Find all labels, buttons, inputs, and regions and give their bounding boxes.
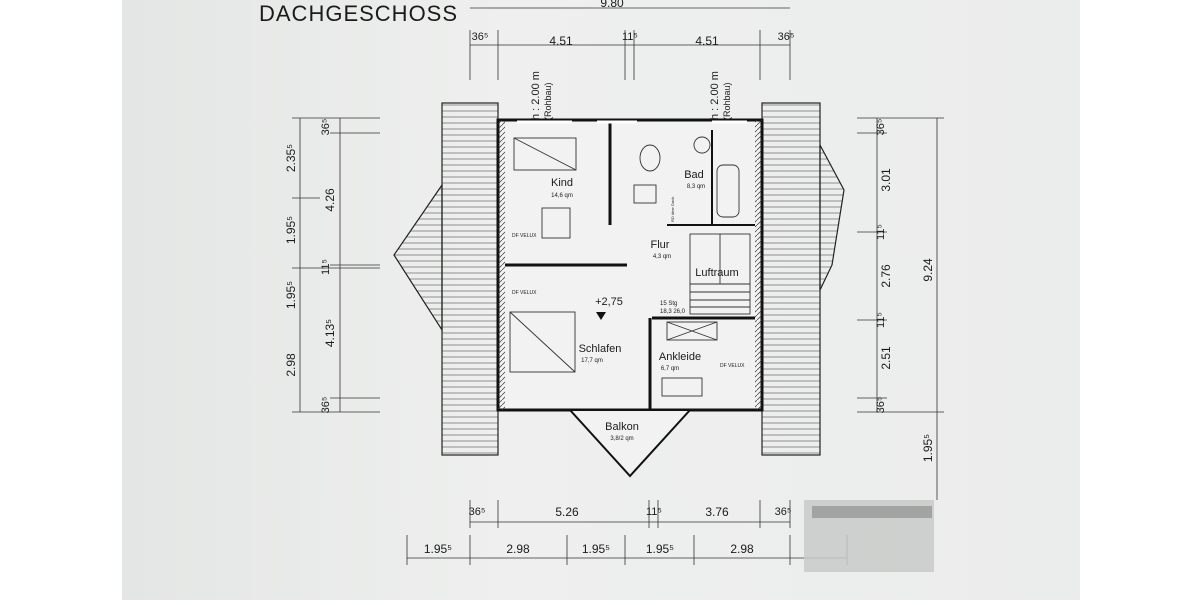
dim-bottom2-3: 1.95⁵ — [582, 542, 610, 556]
bad-note: RD über Dach — [670, 197, 675, 222]
rohbau-note-right: (Rohbau) — [722, 82, 732, 120]
dim-top-4: 4.51 — [695, 34, 719, 48]
roof-right — [761, 102, 845, 456]
dim-top-3: 11⁵ — [622, 31, 638, 43]
room-balkon-area: 3,8/2 qm — [610, 436, 633, 442]
dim-left-inner-2: 4.26 — [323, 188, 337, 212]
room-flur-name: Flur — [651, 239, 670, 251]
redacted-stamp-line — [812, 506, 932, 518]
dim-right-inner-6: 2.51 — [879, 346, 893, 370]
schlafen-bed — [509, 311, 576, 373]
dim-top-5: 36⁵ — [778, 31, 795, 43]
height-note-right: h : 2.00 m — [709, 71, 721, 120]
velux-label-schlafen: DF VELUX — [512, 290, 537, 296]
roof-left — [393, 102, 499, 456]
bad-fixtures — [633, 136, 740, 218]
room-kind-name: Kind — [551, 177, 573, 189]
dim-left-inner-3: 11⁵ — [320, 259, 332, 275]
height-note-left: h : 2.00 m — [530, 71, 542, 120]
left-margin — [0, 0, 122, 600]
floor-plan-drawing: DACHGESCHOSS 9.80 36⁵ 4.51 11⁵ — [259, 0, 944, 572]
kind-bed — [513, 137, 577, 239]
level-marker-icon — [596, 312, 606, 320]
room-schlafen-area: 17,7 qm — [581, 358, 603, 364]
dim-bottom1-4: 3.76 — [705, 505, 729, 519]
dim-left-inner-1: 36⁵ — [320, 119, 332, 136]
room-bad-name: Bad — [684, 169, 704, 181]
room-schlafen-name: Schlafen — [579, 343, 622, 355]
staircase — [689, 233, 751, 315]
rohbau-note-left: (Rohbau) — [543, 82, 553, 120]
floor-plan-sheet: DACHGESCHOSS 9.80 36⁵ 4.51 11⁵ — [122, 0, 1080, 600]
dim-top-2: 4.51 — [549, 34, 573, 48]
room-flur-area: 4,3 qm — [653, 254, 671, 260]
dim-right-outer-1: 9.24 — [921, 258, 935, 282]
dim-bottom2-4: 1.95⁵ — [646, 542, 674, 556]
dim-right-inner-4: 2.76 — [879, 264, 893, 288]
room-ankleide-area: 6,7 qm — [661, 366, 679, 372]
level-label: +2,75 — [595, 296, 623, 308]
dim-bottom2-2: 2.98 — [506, 542, 530, 556]
dim-left-outer-4: 2.98 — [284, 353, 298, 377]
dim-right-inner-7: 36⁵ — [875, 397, 887, 414]
stairs-label-2: 18,3 26,0 — [660, 309, 686, 315]
velux-label-ankleide: DF VELUX — [720, 363, 745, 369]
dim-top-total: 9.80 — [600, 0, 624, 10]
ankleide-cabinets — [661, 321, 718, 397]
dim-right-inner-2: 3.01 — [879, 168, 893, 192]
dim-left-outer-3: 1.95⁵ — [284, 281, 298, 309]
dim-bottom1-2: 5.26 — [555, 505, 579, 519]
dim-bottom2-1: 1.95⁵ — [424, 542, 452, 556]
velux-label-kind: DF VELUX — [512, 233, 537, 239]
dim-bottom2-5: 2.98 — [730, 542, 754, 556]
dim-bottom1-5: 36⁵ — [775, 506, 792, 518]
room-kind-area: 14,6 qm — [551, 193, 573, 199]
dim-right-inner-3: 11⁵ — [875, 224, 887, 240]
dim-right-outer-2: 1.95⁵ — [921, 434, 935, 462]
dim-left-outer-1: 2.35⁵ — [284, 144, 298, 172]
right-margin — [1080, 0, 1200, 600]
room-ankleide-name: Ankleide — [659, 351, 701, 363]
plan-title: DACHGESCHOSS — [259, 1, 458, 26]
room-balkon-name: Balkon — [605, 421, 639, 433]
dim-left-inner-4: 4.13⁵ — [323, 319, 337, 347]
stairs-label-1: 15 Stg — [660, 301, 677, 307]
dim-right-inner-1: 36⁵ — [875, 119, 887, 136]
room-bad-area: 8,3 qm — [687, 184, 705, 190]
dim-left-outer-2: 1.95⁵ — [284, 216, 298, 244]
dim-bottom1-3: 11⁵ — [646, 506, 662, 518]
dim-right-inner-5: 11⁵ — [875, 312, 887, 328]
room-luftraum-name: Luftraum — [695, 267, 738, 279]
dim-top-1: 36⁵ — [472, 31, 489, 43]
dim-bottom1-1: 36⁵ — [469, 506, 486, 518]
dim-left-inner-5: 36⁵ — [320, 397, 332, 414]
balkon-outline — [567, 409, 693, 478]
